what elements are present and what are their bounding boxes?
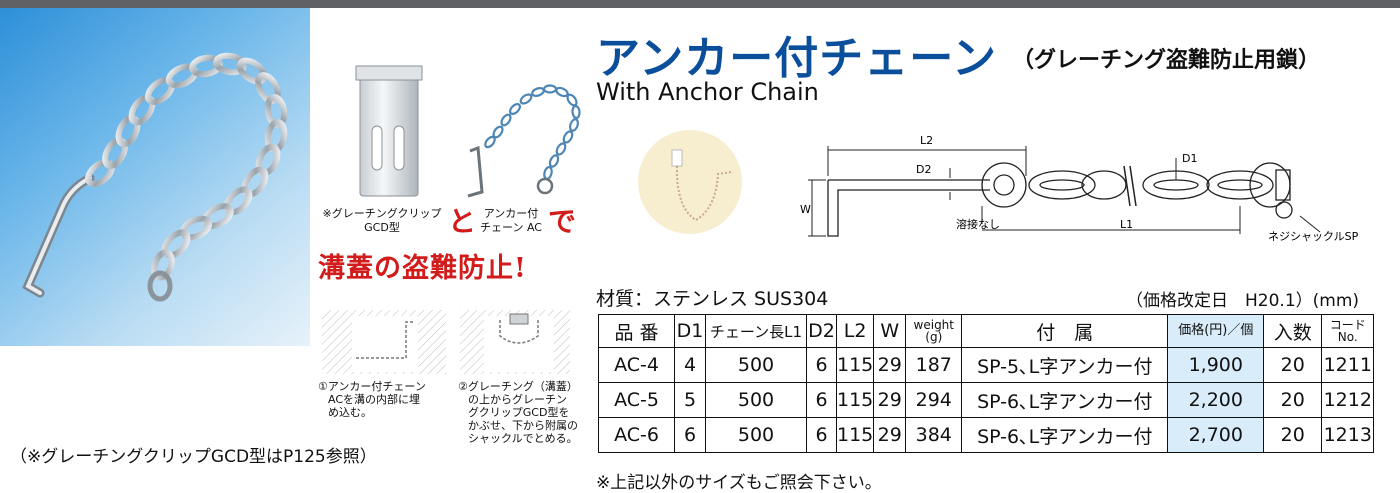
cell-code: 1212: [1321, 382, 1375, 418]
label-d1: D1: [1182, 152, 1197, 165]
cell-w: 29: [873, 382, 907, 418]
spec-table: 品 番 D1 チェーン長L1 D2 L2 W weight (g) 付 属 価格…: [598, 314, 1375, 453]
header-weight-top: weight: [913, 318, 954, 332]
footer-note: ※上記以外のサイズもご照会下さい。: [596, 473, 882, 493]
cell-d2: 6: [806, 417, 837, 453]
material-label: 材質：ステンレス SUS304: [596, 288, 829, 310]
cell-d2: 6: [806, 382, 837, 418]
cell-price: 2,700: [1167, 417, 1265, 453]
page-subtitle: （グレーチング盗難防止用鎖）: [1012, 48, 1321, 73]
header-model: 品 番: [598, 314, 675, 348]
cell-w: 29: [873, 347, 907, 383]
product-photo: [0, 8, 310, 346]
cell-weight: 187: [905, 347, 963, 383]
to-text: と: [448, 205, 477, 238]
header-weight: weight (g): [905, 314, 963, 348]
gcd-reference-note: （※グレーチングクリップGCD型はP125参照）: [10, 447, 377, 467]
top-bar: [0, 0, 1400, 8]
cell-price: 1,900: [1167, 347, 1265, 383]
header-quantity: 入数: [1263, 314, 1323, 348]
english-title: With Anchor Chain: [596, 78, 819, 106]
install-step2-diagram: [460, 310, 570, 374]
cell-chain-length: 500: [705, 417, 807, 453]
cell-price: 2,200: [1167, 382, 1265, 418]
cell-weight: 294: [905, 382, 963, 418]
label-w: W: [800, 203, 811, 216]
clip-and-chain-graphic: [355, 65, 581, 198]
cell-model: AC-5: [598, 382, 675, 418]
table-row: AC-4 4 500 6 115 29 187 SP-5､L字アンカー付 1,9…: [598, 347, 1375, 383]
cell-chain-length: 500: [705, 382, 807, 418]
cell-d1: 5: [674, 382, 706, 418]
page-title: アンカー付チェーン: [596, 33, 998, 84]
header-weight-bottom: (g): [925, 330, 943, 344]
slogan: 溝蓋の盗難防止!: [318, 253, 527, 284]
install-step1-diagram: [322, 310, 446, 374]
cell-accessory: SP-6､L字アンカー付: [961, 382, 1169, 418]
cell-l2: 115: [835, 347, 875, 383]
cell-accessory: SP-6､L字アンカー付: [961, 417, 1169, 453]
cell-chain-length: 500: [705, 347, 807, 383]
header-l2: L2: [835, 314, 875, 348]
step1-line: ACを溝の内部に埋: [328, 393, 421, 406]
cell-code: 1211: [1321, 347, 1375, 383]
step2-line: の上からグレーチン: [468, 393, 567, 406]
header-accessory: 付 属: [961, 314, 1169, 348]
step2-line: シャックルでとめる。: [468, 432, 578, 445]
step2-text: ②グレーチング（溝蓋） の上からグレーチン グクリップGCD型を かぶせ、下から…: [458, 380, 578, 445]
step1-text: ①アンカー付チェーン ACを溝の内部に埋 め込む。: [318, 380, 426, 419]
table-row: AC-6 6 500 6 115 29 384 SP-6､L字アンカー付 2,7…: [598, 417, 1375, 453]
label-l1: L1: [1120, 218, 1133, 231]
cell-d1: 4: [674, 347, 706, 383]
step2-line: ②グレーチング（溝蓋）: [458, 380, 578, 393]
header-chain-length: チェーン長L1: [705, 314, 807, 348]
label-weld: 溶接なし: [956, 217, 1000, 231]
cell-l2: 115: [835, 382, 875, 418]
header-code-top: コード: [1329, 318, 1366, 332]
step1-line: め込む。: [328, 406, 372, 419]
header-price: 価格(円)／個: [1167, 314, 1265, 348]
header-code-bottom: No.: [1337, 330, 1358, 344]
price-revision-date: （価格改定日 H20.1）(mm): [1126, 291, 1360, 311]
cell-l2: 115: [835, 417, 875, 453]
de-text: で: [548, 205, 577, 238]
cell-quantity: 20: [1263, 347, 1323, 383]
header-d2: D2: [806, 314, 837, 348]
cell-model: AC-6: [598, 417, 675, 453]
label-d2: D2: [916, 163, 931, 176]
table-header-row: 品 番 D1 チェーン長L1 D2 L2 W weight (g) 付 属 価格…: [598, 314, 1375, 348]
cell-code: 1213: [1321, 417, 1375, 453]
label-l2: L2: [920, 134, 933, 147]
chain-caption: アンカー付 チェーン AC: [480, 207, 542, 234]
technical-drawing: L2 D2 D1 W L1 溶接なし ネジシャックルSP: [800, 134, 1359, 243]
cell-d2: 6: [806, 347, 837, 383]
label-shackle: ネジシャックルSP: [1268, 230, 1359, 243]
clip-caption: ※グレーチングクリップ GCD型: [322, 207, 442, 234]
step2-line: グクリップGCD型を: [468, 406, 570, 419]
cell-quantity: 20: [1263, 382, 1323, 418]
header-d1: D1: [674, 314, 706, 348]
cell-accessory: SP-5､L字アンカー付: [961, 347, 1169, 383]
chain-photo-graphic: [22, 52, 288, 302]
cell-quantity: 20: [1263, 417, 1323, 453]
step2-line: かぶせ、下から附属の: [468, 419, 578, 432]
header-code: コード No.: [1321, 314, 1375, 348]
cell-model: AC-4: [598, 347, 675, 383]
step1-line: ①アンカー付チェーン: [318, 380, 426, 393]
header-w: W: [873, 314, 907, 348]
cell-d1: 6: [674, 417, 706, 453]
cell-weight: 384: [905, 417, 963, 453]
product-thumbnail: [638, 130, 742, 234]
cell-w: 29: [873, 417, 907, 453]
table-row: AC-5 5 500 6 115 29 294 SP-6､L字アンカー付 2,2…: [598, 382, 1375, 418]
